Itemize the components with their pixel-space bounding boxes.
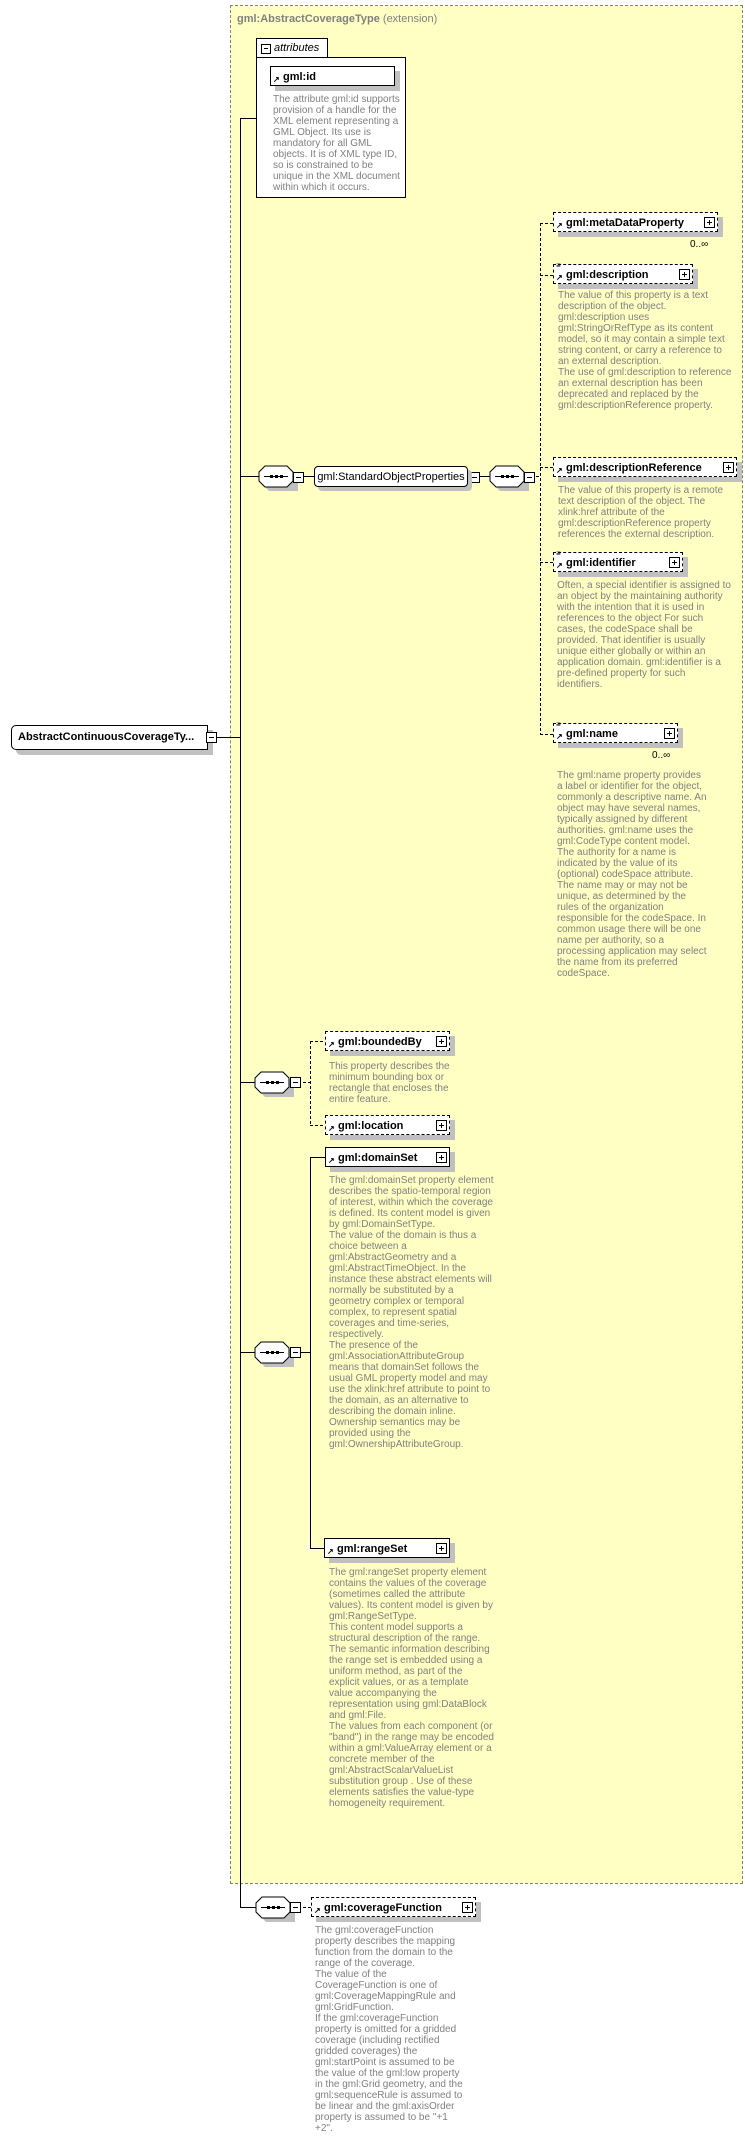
expand-icon[interactable] xyxy=(723,462,734,473)
element-description-text: The gml:coverageFunction property descri… xyxy=(315,1925,463,2134)
element-name: gml:coverageFunction xyxy=(324,1902,442,1914)
attribute-name: gml:id xyxy=(283,71,316,83)
expand-icon[interactable] xyxy=(436,1036,447,1047)
element-description-text: The value of this property is a remote t… xyxy=(558,485,724,540)
complex-type-icon: ≡ xyxy=(556,720,561,729)
attribute-description: The attribute gml:id supports provision … xyxy=(273,94,400,193)
expand-icon[interactable] xyxy=(669,557,680,568)
reference-arrow-icon: ↗ xyxy=(273,75,280,84)
element-name: gml:identifier xyxy=(566,557,636,569)
reference-arrow-icon: ↗ xyxy=(327,1547,334,1556)
reference-arrow-icon: ↗ xyxy=(556,561,563,570)
sequence-compositor[interactable] xyxy=(258,465,298,491)
extension-container: gml:AbstractCoverageType (extension) xyxy=(230,5,743,1884)
collapse-icon[interactable] xyxy=(469,472,480,483)
reference-arrow-icon: ↗ xyxy=(314,1906,321,1915)
extension-base[interactable]: gml:AbstractCoverageType xyxy=(237,13,380,25)
element-description-text: Often, a special identifier is assigned … xyxy=(557,580,731,690)
element-identifier[interactable]: ≡ ↗gml:identifier xyxy=(553,549,683,572)
collapse-icon[interactable] xyxy=(524,472,535,483)
reference-arrow-icon: ↗ xyxy=(556,273,563,282)
expand-icon[interactable] xyxy=(462,1902,473,1913)
occurrence: 0..∞ xyxy=(690,239,709,250)
element-name: gml:description xyxy=(566,269,649,281)
sequence-compositor[interactable] xyxy=(254,1341,294,1367)
sequence-compositor[interactable] xyxy=(255,1896,295,1922)
element-boundedby[interactable]: ↗gml:boundedBy xyxy=(325,1031,450,1051)
sequence-compositor[interactable] xyxy=(489,465,529,491)
extension-title: gml:AbstractCoverageType (extension) xyxy=(237,13,437,25)
element-metadataproperty[interactable]: ↗gml:metaDataProperty xyxy=(553,212,718,232)
attributes-tab[interactable]: attributes xyxy=(256,38,328,58)
reference-arrow-icon: ↗ xyxy=(556,221,563,230)
element-domainset[interactable]: ↗gml:domainSet xyxy=(325,1147,450,1167)
element-description-text: The gml:name property provides a label o… xyxy=(557,770,707,979)
element-location[interactable]: ↗gml:location xyxy=(325,1115,450,1135)
expand-icon[interactable] xyxy=(436,1152,447,1163)
collapse-icon[interactable] xyxy=(290,1347,301,1358)
reference-arrow-icon: ↗ xyxy=(556,732,563,741)
element-description-text: The gml:domainSet property element descr… xyxy=(329,1175,494,1450)
group-standard-object-properties[interactable]: gml:StandardObjectProperties xyxy=(314,466,468,487)
element-description-text: The value of this property is a text des… xyxy=(558,290,732,411)
element-rangeset[interactable]: ↗gml:rangeSet xyxy=(324,1538,450,1558)
attributes-tab-label: attributes xyxy=(274,42,320,54)
expand-icon[interactable] xyxy=(664,728,675,739)
expand-icon[interactable] xyxy=(436,1543,447,1554)
collapse-icon[interactable] xyxy=(206,732,217,743)
reference-arrow-icon: ↗ xyxy=(328,1156,335,1165)
element-descriptionreference[interactable]: ↗gml:descriptionReference xyxy=(553,457,737,477)
group-label: gml:StandardObjectProperties xyxy=(317,471,465,483)
element-name: gml:rangeSet xyxy=(337,1543,408,1555)
collapse-icon[interactable] xyxy=(293,472,304,483)
element-name: gml:descriptionReference xyxy=(566,462,702,474)
reference-arrow-icon: ↗ xyxy=(328,1040,335,1049)
collapse-icon[interactable] xyxy=(261,44,271,54)
root-element[interactable]: AbstractContinuousCoverageTy... xyxy=(11,725,208,750)
element-name: gml:metaDataProperty xyxy=(566,217,684,229)
expand-icon[interactable] xyxy=(704,217,715,228)
occurrence: 0..∞ xyxy=(652,750,671,761)
reference-arrow-icon: ↗ xyxy=(556,466,563,475)
reference-arrow-icon: ↗ xyxy=(328,1124,335,1133)
root-label: AbstractContinuousCoverageTy... xyxy=(18,731,195,743)
element-coveragefunction[interactable]: ↗gml:coverageFunction xyxy=(311,1897,476,1917)
choice-compositor[interactable] xyxy=(254,1071,294,1097)
element-description[interactable]: ≡ ↗gml:description xyxy=(553,261,693,284)
complex-type-icon: ≡ xyxy=(556,549,561,558)
collapse-icon[interactable] xyxy=(290,1077,301,1088)
element-description-text: This property describes the minimum boun… xyxy=(329,1061,450,1105)
complex-type-icon: ≡ xyxy=(556,261,561,270)
collapse-icon[interactable] xyxy=(290,1902,301,1913)
attribute-gml-id[interactable]: ↗gml:id xyxy=(270,66,395,86)
expand-icon[interactable] xyxy=(679,269,690,280)
element-name: gml:location xyxy=(338,1120,404,1132)
element-name: gml:boundedBy xyxy=(338,1036,422,1048)
element-name[interactable]: ≡ ↗gml:name xyxy=(553,720,678,743)
element-description-text: The gml:rangeSet property element contai… xyxy=(329,1567,494,1809)
extension-kind: (extension) xyxy=(382,13,438,25)
element-name-label: gml:name xyxy=(566,728,618,740)
element-name: gml:domainSet xyxy=(338,1152,418,1164)
expand-icon[interactable] xyxy=(436,1120,447,1131)
